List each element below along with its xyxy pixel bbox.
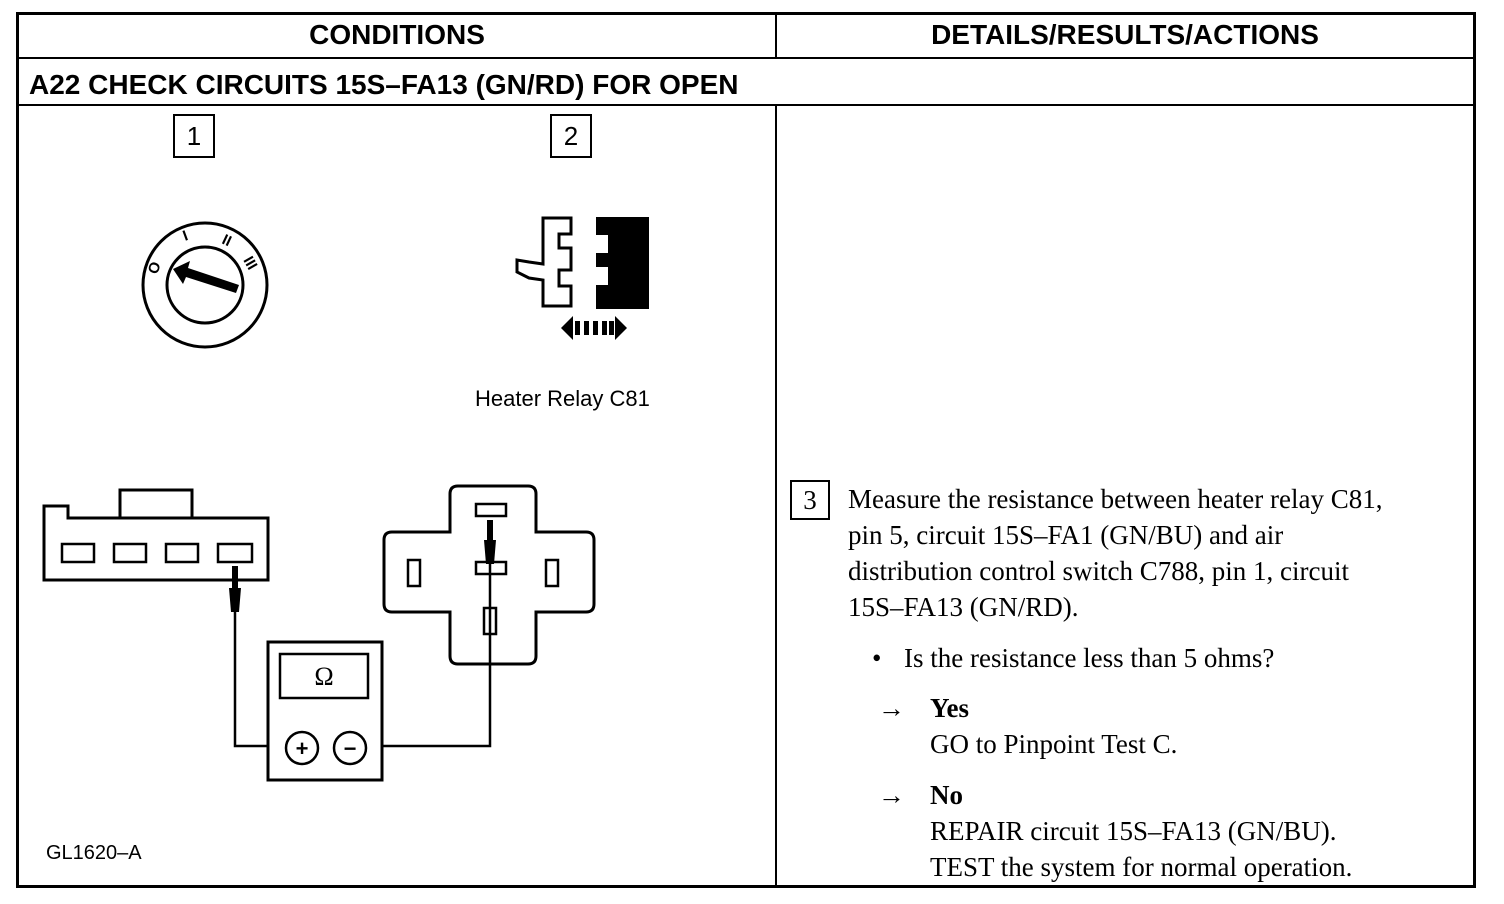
- instruction-line-3: distribution control switch C788, pin 1,…: [848, 556, 1349, 586]
- ignition-key-pointer: [173, 261, 239, 293]
- instruction-line-2: pin 5, circuit 15S–FA1 (GN/BU) and air: [848, 520, 1284, 550]
- question-bullet: •: [872, 643, 882, 673]
- no-label: No: [930, 780, 963, 810]
- switch-pin-4: [60, 542, 96, 564]
- no-arrow: →: [878, 780, 905, 810]
- switch-pin-2: [164, 542, 200, 564]
- relay-pin-top: [474, 502, 508, 518]
- no-action-test: TEST the system for normal operation.: [930, 852, 1353, 882]
- positive-terminal: [284, 730, 320, 766]
- no-action-repair: REPAIR circuit 15S–FA13 (GN/BU).: [930, 816, 1337, 846]
- connector-half-right: [596, 217, 649, 309]
- header-conditions: CONDITIONS: [309, 19, 485, 50]
- relay-pin-right: [544, 558, 560, 588]
- ignition-mark-iii: III: [240, 254, 261, 273]
- negative-terminal-label: −: [344, 736, 357, 761]
- ignition-mark-o: O: [145, 259, 165, 276]
- procedure-table: CONDITIONS DETAILS/RESULTS/ACTIONS A22 C…: [16, 12, 1476, 888]
- probe-tip-relay: [487, 520, 493, 542]
- ignition-mark-i: I: [181, 227, 191, 244]
- disconnect-arrow-dash-3: [593, 321, 598, 335]
- negative-terminal: [332, 730, 368, 766]
- disconnect-arrow-left: [561, 316, 573, 340]
- disconnect-arrow-dash-1: [575, 321, 580, 335]
- disconnect-arrow-right: [615, 316, 627, 340]
- ignition-mark-ii: II: [219, 231, 234, 250]
- ohm-symbol: Ω: [314, 662, 333, 691]
- positive-terminal-label: +: [296, 736, 309, 761]
- ignition-inner-ring: [165, 245, 245, 325]
- disconnect-arrow-dash-4: [602, 321, 607, 335]
- yes-action: GO to Pinpoint Test C.: [930, 729, 1178, 759]
- column-divider-body: [775, 104, 777, 885]
- ignition-switch-diagram: O I II III: [141, 221, 269, 349]
- question-text: Is the resistance less than 5 ohms?: [904, 643, 1275, 673]
- relay-pin-left: [406, 558, 422, 588]
- probe-handle-switch: [229, 588, 241, 612]
- disconnect-arrow-dash-2: [584, 321, 589, 335]
- instruction-line-1: Measure the resistance between heater re…: [848, 484, 1383, 514]
- probe-tip-switch: [232, 566, 238, 588]
- switch-connector-c788: [42, 504, 270, 582]
- step-1-box: 1: [173, 114, 215, 158]
- switch-pin-3: [112, 542, 148, 564]
- yes-label: Yes: [930, 693, 969, 723]
- test-lead-negative: [366, 564, 492, 748]
- step-3-box: 3: [790, 480, 830, 520]
- relay-connector-diagram: [515, 216, 649, 340]
- probe-handle-relay: [484, 540, 496, 564]
- figure-id: GL1620–A: [46, 842, 142, 864]
- multimeter-test-diagram: Ω + −: [42, 484, 596, 782]
- disconnect-arrow-dash-5: [609, 321, 614, 335]
- relay-caption: Heater Relay C81: [475, 386, 650, 411]
- switch-pin-1: [216, 542, 254, 564]
- instruction-line-4: 15S–FA13 (GN/RD).: [848, 592, 1079, 622]
- yes-arrow: →: [878, 693, 905, 723]
- switch-connector-latch: [118, 488, 194, 520]
- section-divider: [19, 104, 1473, 106]
- step-2-box: 2: [550, 114, 592, 158]
- multimeter-display: [278, 652, 370, 700]
- section-title: A22 CHECK CIRCUITS 15S–FA13 (GN/RD) FOR …: [29, 69, 739, 100]
- connector-half-left: [515, 216, 573, 308]
- column-divider-top: [775, 15, 777, 59]
- header-details: DETAILS/RESULTS/ACTIONS: [931, 19, 1319, 50]
- ignition-outer-ring: [141, 221, 269, 349]
- header-divider: [19, 57, 1473, 59]
